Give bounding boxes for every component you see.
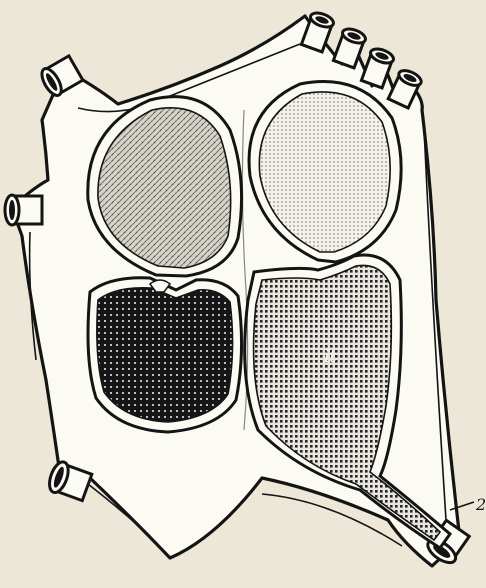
left-lower-chamber	[97, 288, 233, 422]
pointer-label: 2	[475, 495, 486, 514]
chamber-label: it	[324, 347, 336, 367]
vessel-left	[5, 195, 42, 225]
